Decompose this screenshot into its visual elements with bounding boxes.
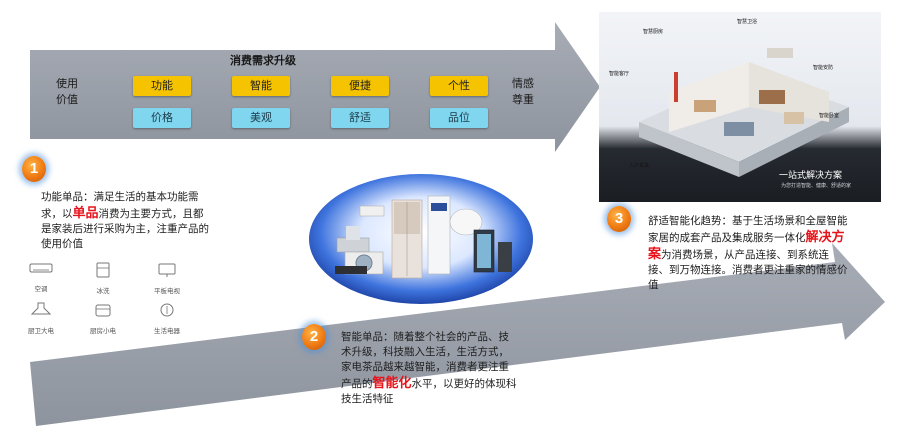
tag-aesthetic: 美观: [232, 108, 290, 128]
smart-home-cutaway-image: 智慧厨房 智慧卫浴 智能安防 智能客厅 智能卧室 入户玄关 一站式解决方案 为您…: [599, 12, 881, 202]
rice-cooker-icon: [95, 304, 111, 317]
icon-cell-living: 生活电器: [146, 302, 188, 335]
house-caption: 一站式解决方案: [779, 170, 843, 180]
tag-convenient: 便捷: [331, 76, 389, 96]
stage-1-highlight: 单品: [72, 205, 99, 220]
house-tag-security: 智能安防: [813, 65, 834, 71]
stage-2-description: 智能单品：随着整个社会的产品、技术升级，科技融入生活，生活方式，家电茶品越来越智…: [341, 331, 517, 405]
icon-cell-ac: 空调: [20, 262, 62, 293]
band-title: 消费需求升级: [230, 55, 296, 67]
icon-cell-tv: 平板电视: [146, 262, 188, 295]
use-value-label: 使用价值: [56, 78, 78, 106]
stage-3-badge: 3: [607, 206, 631, 232]
flat-tv-icon: [158, 263, 176, 277]
tag-personality: 个性: [430, 76, 488, 96]
stage-3-highlight: 解决方案: [648, 229, 845, 261]
house-tag-bath: 智慧卫浴: [737, 19, 758, 25]
bottom-trend-arrow: [30, 243, 885, 426]
house-tag-living: 智能客厅: [609, 71, 630, 77]
tag-function: 功能: [133, 76, 191, 96]
stage-1-badge: 1: [22, 156, 46, 182]
tag-comfort: 舒适: [331, 108, 389, 128]
tag-taste: 品位: [430, 108, 488, 128]
air-conditioner-icon: [29, 263, 53, 273]
house-illustration: [639, 48, 849, 177]
stage-2-badge: 2: [302, 324, 326, 350]
icon-cell-cooker: 厨房小电: [82, 302, 124, 335]
icon-cell-fridge: 冰洗: [82, 262, 124, 295]
appliance-group-image: [335, 195, 512, 279]
icon-cell-hood: 厨卫大电: [20, 302, 62, 335]
refrigerator-icon: [96, 262, 110, 278]
emotion-respect-label: 情感尊重: [512, 78, 534, 106]
house-tag-entry: 入户玄关: [629, 163, 650, 169]
house-tag-kitchen: 智慧厨房: [643, 29, 664, 35]
living-appliance-icon: [160, 303, 174, 317]
range-hood-icon: [30, 302, 52, 315]
house-tag-bedroom: 智能卧室: [819, 113, 840, 119]
stage-1-description: 功能单品：满足生活的基本功能需求，以单品消费为主要方式，且都是家装后进行采购为主…: [41, 191, 209, 250]
stage-3-description: 舒适智能化趋势：基于生活场景和全屋智能家居的成套产品及集成服务一体化解决方案为消…: [648, 215, 848, 291]
tag-price: 价格: [133, 108, 191, 128]
stage-2-highlight: 智能化: [372, 375, 412, 390]
house-sub-caption: 为您打造智能、健康、舒适的家: [781, 183, 852, 189]
tag-smart: 智能: [232, 76, 290, 96]
